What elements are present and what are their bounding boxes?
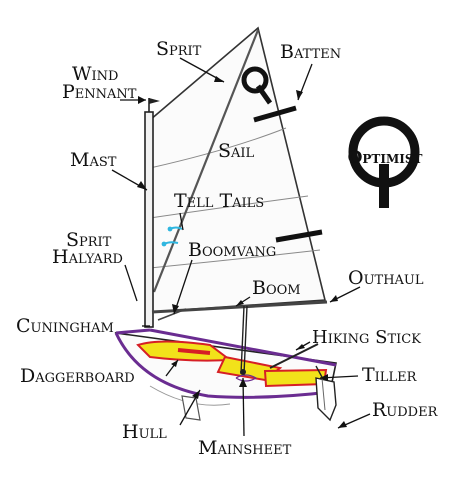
tell-tails-icon: [161, 226, 183, 247]
label-wind-pennant-2: Pennant: [62, 81, 137, 103]
label-sprit: Sprit: [156, 38, 202, 60]
sail-panel: [149, 26, 327, 313]
label-daggerboard: Daggerboard: [20, 365, 135, 387]
label-sail: Sail: [218, 140, 255, 162]
wind-pennant-icon: [148, 98, 160, 112]
hiking-stick: [269, 343, 319, 369]
label-tell-tails: Tell Tails: [174, 190, 264, 212]
label-boom: Boom: [252, 277, 301, 299]
batten-lower: [275, 229, 323, 243]
leader-lines: [111, 57, 371, 437]
sprit-spar: [152, 29, 260, 293]
labels: Sprit Batten Wind Pennant Mast Sail Tell…: [16, 38, 439, 459]
label-boomvang: Boomvang: [188, 239, 276, 261]
rudder-blade: [315, 377, 337, 422]
label-hiking-stick: Hiking Stick: [312, 327, 421, 348]
label-mainsheet: Mainsheet: [198, 437, 292, 459]
label-outhaul: Outhaul: [348, 267, 424, 289]
label-tiller: Tiller: [362, 364, 418, 386]
label-batten: Batten: [280, 41, 341, 63]
label-cuningham: Cuningham: [16, 315, 114, 337]
label-rudder: Rudder: [372, 399, 439, 421]
label-sprit-halyard-1: Sprit: [66, 229, 112, 251]
label-wind-pennant-1: Wind: [72, 63, 118, 85]
optimist-logo: Optimist: [348, 116, 423, 208]
label-sprit-halyard-2: Halyard: [52, 246, 123, 268]
label-hull: Hull: [122, 421, 167, 443]
optimist-logo-text: Optimist: [348, 148, 423, 168]
batten-upper: [253, 105, 297, 123]
label-mast: Mast: [70, 149, 117, 171]
hull: [114, 328, 337, 406]
sail-insignia-q-icon: [241, 66, 273, 105]
boomvang-line: [157, 308, 187, 321]
mainsheet-block-icon: [240, 305, 248, 375]
mast-spar: [144, 111, 154, 328]
